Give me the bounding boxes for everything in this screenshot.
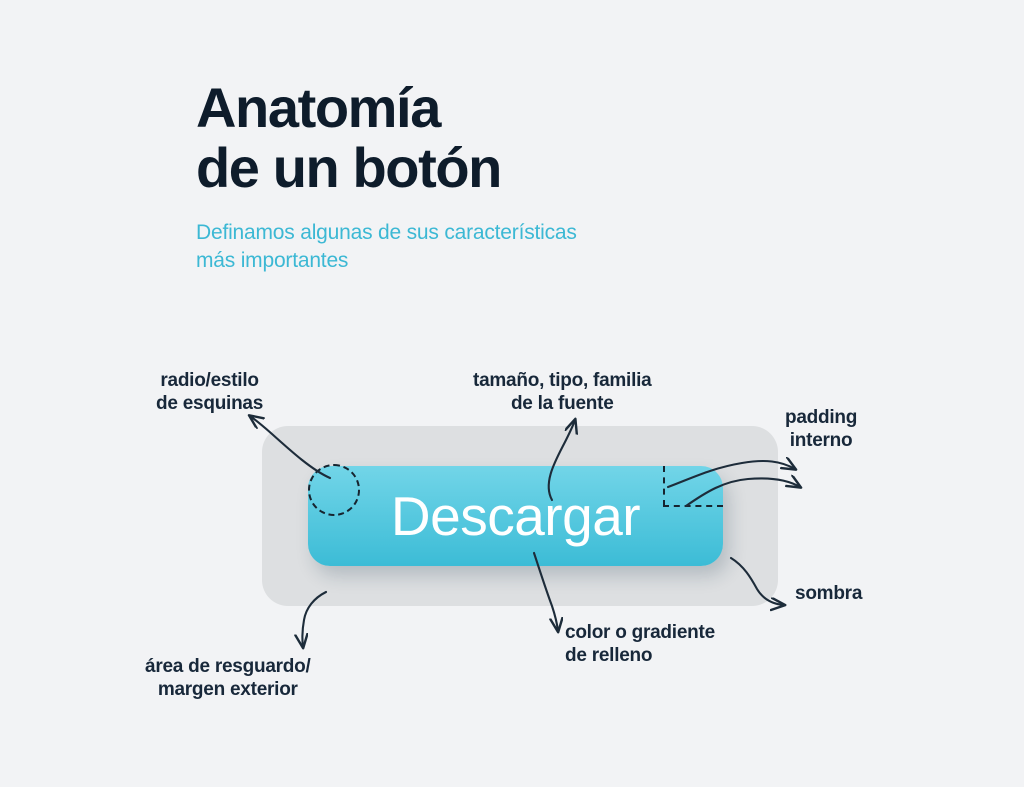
annotation-padding-line-1: padding — [785, 407, 858, 428]
annotation-corner-radius-line-1: radio/estilo — [160, 370, 259, 391]
annotation-corner-radius-line-2: de esquinas — [156, 393, 264, 415]
annotation-margin-line-2: margen exterior — [157, 679, 298, 701]
annotation-padding-line-2: interno — [789, 430, 853, 452]
page-title: Anatomía de un botón — [196, 76, 836, 200]
annotation-fill: color o gradiente de relleno — [565, 621, 715, 667]
annotation-font-line-1: tamaño, tipo, familia — [473, 370, 652, 391]
page-subtitle-line-2: más importantes — [196, 249, 349, 273]
annotation-font-line-2: de la fuente — [510, 393, 614, 415]
annotation-font: tamaño, tipo, familia de la fuente — [473, 369, 652, 415]
button-wrapper: Descargar — [308, 466, 723, 566]
page-subtitle: Definamos algunas de sus características… — [196, 199, 836, 276]
page-subtitle-line-1: Definamos algunas de sus características — [196, 220, 577, 244]
padding-guide-vertical-icon — [663, 466, 665, 506]
annotation-corner-radius: radio/estilo de esquinas — [156, 369, 263, 415]
corner-radius-guide-icon — [308, 464, 360, 516]
padding-guide-horizontal-icon — [663, 505, 723, 507]
annotation-shadow: sombra — [795, 582, 862, 605]
annotation-fill-line-1: color o gradiente — [565, 622, 715, 643]
annotation-fill-line-2: de relleno — [565, 645, 653, 667]
download-button[interactable]: Descargar — [308, 466, 723, 566]
page-title-line-2: de un botón — [196, 136, 502, 200]
annotation-margin-line-1: área de resguardo/ — [145, 656, 311, 677]
annotation-shadow-line-1: sombra — [795, 583, 863, 604]
page-title-line-1: Anatomía — [196, 76, 441, 139]
heading-block: Anatomía de un botón Definamos algunas d… — [196, 76, 836, 276]
annotation-padding: padding interno — [785, 406, 857, 452]
annotation-margin: área de resguardo/ margen exterior — [145, 655, 311, 701]
